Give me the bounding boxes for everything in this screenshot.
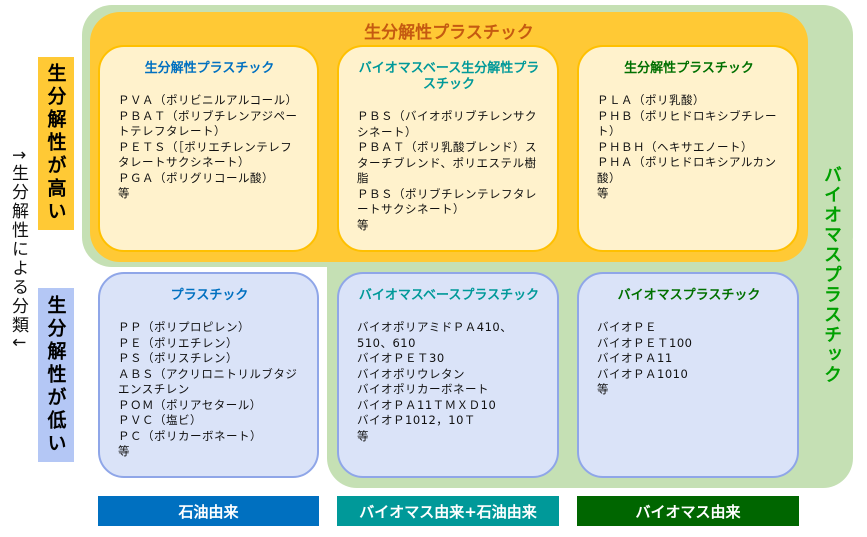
material-item: ＰＶＡ（ポリビニルアルコール） [118, 93, 298, 107]
biomass-label: バイオマスプラスチック [821, 165, 842, 385]
material-item: ＰＥＴＳ（［ポリエチレンテレフタレートサクシネート） [118, 139, 293, 170]
material-item: 等 [597, 382, 609, 396]
material-item: バイオＰＡ1010 [597, 366, 689, 381]
origin-bar: バイオマス由来+石油由来 [337, 496, 559, 526]
material-item: バイオポリウレタン [357, 366, 465, 381]
material-item: バイオＰ1012，10Ｔ [357, 413, 476, 427]
high-biodegradability-label: 生分解性が高い [38, 57, 74, 230]
category-box: プラスチック ＰＰ（ポリプロピレン）ＰＥ（ポリエチレン）ＰＳ（ポリスチレン）ＡＢＳ… [98, 272, 319, 478]
category-title: 生分解性プラスチック [144, 61, 275, 76]
material-item: ＰＬＡ（ポリ乳酸） [597, 93, 705, 107]
material-item: 等 [118, 186, 130, 200]
material-item: 等 [357, 217, 369, 232]
material-item: バイオＰＡ11ＴＭＸＤ10 [357, 397, 497, 412]
material-item: ＰＰ（ポリプロピレン） [118, 320, 250, 334]
material-item: バイオポリアミドＰＡ410、510、610 [357, 320, 513, 350]
material-item: ＰＧＡ（ポリグリコール酸） [118, 170, 274, 185]
material-item: 等 [118, 444, 130, 458]
category-box: 生分解性プラスチック ＰＶＡ（ポリビニルアルコール）ＰＢＡＴ（ポリブチレンアジペー… [98, 45, 319, 252]
material-item: ＰＨＡ（ポリヒドロキシアルカン酸） [597, 155, 777, 185]
material-item: 等 [597, 186, 609, 200]
material-item: バイオポリカーボネート [357, 382, 489, 396]
category-title: バイオマスプラスチック [617, 288, 761, 303]
material-item: ＰＶＣ（塩ビ） [118, 413, 202, 427]
material-item: ＰＨＢＨ（ヘキサエノート） [597, 139, 753, 154]
material-item: バイオＰＥＴ30 [357, 351, 445, 365]
material-item: ＰＣ（ポリカーボネート） [118, 428, 262, 443]
classification-axis-label: ↑生分解性による分類↓ [8, 148, 28, 352]
material-item: ＰＢＳ（ポリブチレンテレフタレートサクシネート） [357, 186, 537, 217]
material-item: ＰＨＢ（ポリヒドロキシブチレート） [597, 108, 777, 139]
material-item: ＰＯＭ（ポリアセタール） [118, 397, 262, 412]
biodegradable-title: 生分解性プラスチック [364, 23, 534, 43]
material-item: 等 [357, 428, 369, 443]
category-title: 生分解性プラスチック [624, 61, 754, 76]
material-item: ＰＳ（ポリスチレン） [118, 351, 238, 365]
material-item: バイオＰＥ [597, 320, 657, 334]
low-biodegradability-label: 生分解性が低い [38, 288, 74, 462]
origin-bar: バイオマス由来 [577, 496, 799, 526]
origin-bar: 石油由来 [98, 496, 319, 526]
material-item: ＰＢＡＴ（ポリ乳酸ブレンド）スターチブレンド、ポリエステル樹脂 [357, 140, 537, 185]
material-item: ＰＢＡＴ（ポリブチレンアジペートテレフタレート） [118, 108, 298, 139]
material-item: バイオＰＡ11 [597, 351, 673, 365]
material-item: ＰＢＳ（バイオポリブチレンサクシネート） [357, 109, 537, 139]
category-title: バイオマスベースプラスチック [358, 288, 540, 303]
material-item: ＰＥ（ポリエチレン） [118, 335, 238, 350]
category-title: バイオマスベース生分解性プラスチック [358, 61, 540, 92]
category-title: プラスチック [170, 288, 249, 303]
material-item: バイオＰＥＴ100 [597, 335, 693, 350]
material-item: ＡＢＳ（アクリロニトリルブタジエンスチレン [118, 366, 298, 397]
category-box: 生分解性プラスチック ＰＬＡ（ポリ乳酸）ＰＨＢ（ポリヒドロキシブチレート）ＰＨＢＨ… [577, 45, 799, 252]
